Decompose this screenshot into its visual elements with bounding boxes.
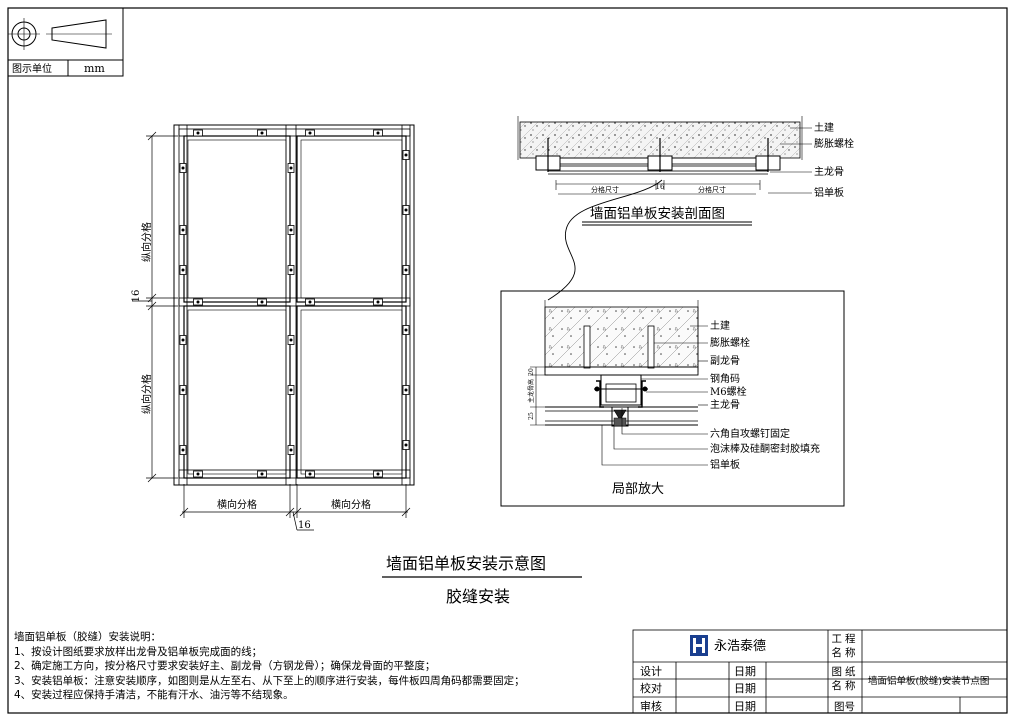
detail-title: 局部放大 xyxy=(612,482,664,497)
date-label-1: 日期 xyxy=(734,665,756,678)
section-dimensions xyxy=(555,180,761,195)
detail-label-0: 土建 xyxy=(710,319,730,332)
panel-top-left xyxy=(183,135,291,303)
clip-screw xyxy=(196,300,200,304)
drawing-name: 墙面铝单板(胶缝)安装节点图 xyxy=(868,675,989,687)
clip-screw xyxy=(289,268,293,272)
vertical-joint-width: 16 xyxy=(131,290,142,303)
sheet-border xyxy=(7,7,1008,714)
section-label-1: 膨胀螺栓 xyxy=(814,137,854,150)
section-brackets xyxy=(535,138,781,172)
clip-screw xyxy=(308,300,312,304)
installation-notes: 墙面铝单板（胶缝）安装说明： 1、按设计图纸要求放样出龙骨及铝单板完成面的线； … xyxy=(14,630,614,703)
clip-screw xyxy=(404,268,408,272)
corner-clips xyxy=(179,129,410,478)
note-2: 2、确定施工方向，按分格尺寸要求安装好主、副龙骨（方钢龙骨）；确保龙骨面的平整度… xyxy=(14,660,436,672)
panel-bottom-right xyxy=(296,305,407,479)
clip-screw xyxy=(260,472,264,476)
detail-dim-0: 20 xyxy=(528,368,535,376)
note-3: 3、安装铝单板：注意安装顺序，如图则是从左至右、从下至上的顺序进行安装，每件板四… xyxy=(14,674,525,687)
section-label-0: 土建 xyxy=(814,121,834,134)
unit-box: 图示单位 mm xyxy=(7,7,124,77)
section-joint-width: 16 xyxy=(656,183,665,191)
detail-label-5: 主龙骨 xyxy=(710,398,740,411)
clip-screw xyxy=(181,268,185,272)
clip-screw xyxy=(260,131,264,135)
date-label-3: 日期 xyxy=(734,700,756,713)
clip-screw xyxy=(289,448,293,452)
detail-dimensions xyxy=(530,366,548,426)
detail-dim-1: 主龙骨高 xyxy=(527,379,535,403)
detail-view xyxy=(544,300,699,427)
clip-screw xyxy=(289,338,293,342)
clip-screw xyxy=(260,300,264,304)
clip-screw xyxy=(376,131,380,135)
date-label-2: 日期 xyxy=(734,682,756,695)
detail-label-8: 铝单板 xyxy=(710,458,740,471)
elevation-dimensions xyxy=(132,131,411,531)
panel-bottom-left xyxy=(183,305,291,479)
detail-frame xyxy=(500,290,845,507)
main-title: 墙面铝单板安装示意图 xyxy=(386,554,546,573)
review-label: 审核 xyxy=(640,699,662,713)
detail-label-4: M6螺栓 xyxy=(710,385,747,398)
section-title: 墙面铝单板安装剖面图 xyxy=(590,206,725,222)
vertical-grid-label-bottom: 纵向分格 xyxy=(140,374,153,414)
detail-leaders xyxy=(601,325,708,466)
clip-screw xyxy=(404,443,408,447)
unit-value: mm xyxy=(84,62,105,75)
clip-screw xyxy=(376,300,380,304)
clip-screw xyxy=(404,388,408,392)
note-1: 1、按设计图纸要求放样出龙骨及铝单板完成面的线； xyxy=(14,645,263,658)
clip-screw xyxy=(289,228,293,232)
section-leaders xyxy=(768,127,812,194)
detail-label-6: 六角自攻螺钉固定 xyxy=(710,427,790,440)
design-label: 设计 xyxy=(640,665,662,678)
check-label: 校对 xyxy=(640,681,662,695)
elevation-view xyxy=(173,124,415,486)
clip-screw xyxy=(196,131,200,135)
detail-label-2: 副龙骨 xyxy=(710,354,740,367)
detail-label-3: 钢角码 xyxy=(710,372,740,385)
project-name-label: 工程名称 xyxy=(831,633,859,659)
clip-screw xyxy=(181,166,185,170)
drawing-name-label: 图纸名称 xyxy=(831,666,859,692)
horizontal-grid-label-left: 横向分格 xyxy=(217,498,257,511)
notes-heading: 墙面铝单板（胶缝）安装说明： xyxy=(14,631,161,643)
unit-label: 图示单位 xyxy=(12,62,52,75)
panel-top-right xyxy=(296,135,407,303)
detail-callout-curve xyxy=(547,179,663,301)
horizontal-joint-width: 16 xyxy=(298,520,311,531)
drawing-no-label: 图号 xyxy=(834,701,855,713)
detail-dim-2: 25 xyxy=(528,412,535,420)
horizontal-grid-label-right: 横向分格 xyxy=(331,498,371,511)
clip-screw xyxy=(181,388,185,392)
section-label-2: 主龙骨 xyxy=(814,165,844,178)
note-4: 4、安装过程应保持手清洁，不能有汗水、油污等不结现象。 xyxy=(14,689,294,701)
section-dim-right: 分格尺寸 xyxy=(698,185,726,194)
title-block xyxy=(632,629,1008,714)
clip-screw xyxy=(404,153,408,157)
sub-title: 胶缝安装 xyxy=(446,587,510,606)
clip-screw xyxy=(181,338,185,342)
clip-screw xyxy=(308,472,312,476)
clip-screw xyxy=(289,166,293,170)
company-name: 永浩泰德 xyxy=(714,639,766,654)
clip-screw xyxy=(404,208,408,212)
clip-screw xyxy=(289,388,293,392)
projection-symbol-icon xyxy=(8,18,112,50)
detail-label-1: 膨胀螺栓 xyxy=(710,336,750,349)
vertical-grid-label-top: 纵向分格 xyxy=(140,222,153,262)
clip-screw xyxy=(308,131,312,135)
clip-screw xyxy=(181,228,185,232)
clip-screw xyxy=(196,472,200,476)
detail-label-7: 泡沫棒及硅酮密封胶填充 xyxy=(710,442,820,455)
clip-screw xyxy=(404,328,408,332)
section-dim-left: 分格尺寸 xyxy=(591,185,619,194)
section-label-3: 铝单板 xyxy=(814,186,844,199)
clip-screw xyxy=(376,472,380,476)
company-logo-icon xyxy=(690,635,708,656)
clip-screw xyxy=(181,448,185,452)
